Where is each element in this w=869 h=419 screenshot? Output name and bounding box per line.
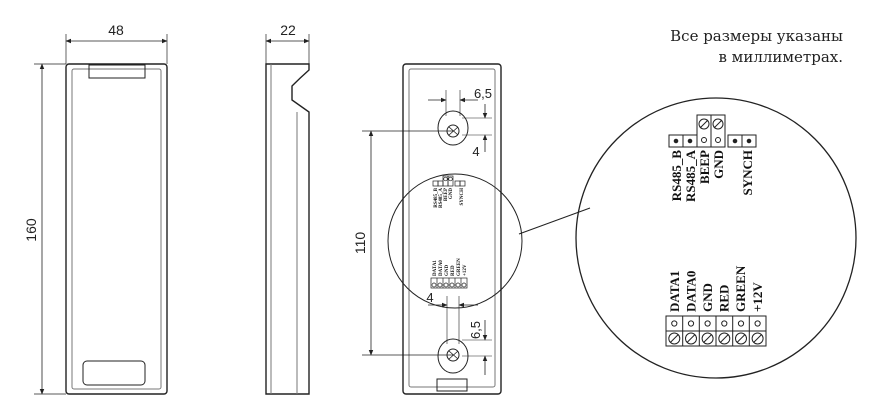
side-view [265,34,310,395]
pin-label-data0: DATA0 [684,271,699,312]
magnified-top-terminal-block [668,114,757,148]
front-inner-edge [71,68,162,390]
small-top-terminal-block [432,175,466,187]
depth-label: 22 [280,22,296,38]
pin-label-red: RED [717,285,732,312]
pin-label-synch: SYNCH [740,150,755,196]
pin-label-data1: DATA1 [667,271,682,312]
top-mounting-hole [437,110,469,146]
pin-label-rs485-a: RS485_A [683,149,698,202]
front-top-window [88,64,146,79]
pin-label-12v: +12V [750,282,765,312]
top-horizontal-offset-label: 6,5 [474,86,492,101]
magnified-bottom-terminal-labels: DATA1 DATA0 GND RED GREEN +12V [667,265,765,312]
svg-text:GREEN: GREEN [457,258,462,276]
pin-label-rs485-b: RS485_B [669,150,684,202]
pin-label-beep: BEEP [697,150,712,184]
height-label: 160 [23,218,39,242]
detail-area-circle [387,173,523,309]
units-note-line2: в миллиметрах. [718,48,843,66]
front-led-window [82,360,146,386]
svg-text:DATA1: DATA1 [433,260,438,276]
front-outline [65,63,168,395]
small-bottom-terminal-labels: DATA1 DATA0 GND RED GREEN +12V [433,258,468,276]
back-outline [402,63,502,395]
width-label: 48 [108,22,124,38]
svg-text:RS485_A: RS485_A [439,188,444,208]
pin-label-gnd-2: GND [700,283,715,312]
bottom-vertical-offset-label: 6,5 [468,321,483,339]
magnified-top-terminal-labels: RS485_B RS485_A BEEP GND SYNCH [669,149,755,202]
units-note-line1: Все размеры указаны [670,27,843,45]
bottom-horizontal-offset-label: 4 [426,290,433,305]
svg-text:GND: GND [445,265,450,277]
detail-leader-line [518,207,591,235]
back-view [362,63,523,395]
magnified-bottom-terminal-block [665,315,767,347]
top-vertical-offset-label: 4 [472,144,479,159]
svg-text:RS485_B: RS485_B [434,187,439,207]
svg-text:BEEP: BEEP [444,188,449,201]
hole-spacing-label: 110 [352,232,368,255]
svg-text:SYNCH: SYNCH [460,188,465,206]
side-outline [265,63,310,395]
svg-text:DATA0: DATA0 [439,260,444,276]
svg-text:RED: RED [451,265,456,276]
magnified-detail-circle [575,97,857,379]
svg-text:+12V: +12V [463,264,468,276]
small-bottom-terminal-block [430,277,468,289]
front-view [34,34,168,395]
pin-label-gnd: GND [711,150,726,179]
pin-label-green: GREEN [733,265,748,312]
small-top-terminal-labels: RS485_B RS485_A BEEP GND SYNCH [434,187,465,208]
svg-text:GND: GND [449,188,454,200]
